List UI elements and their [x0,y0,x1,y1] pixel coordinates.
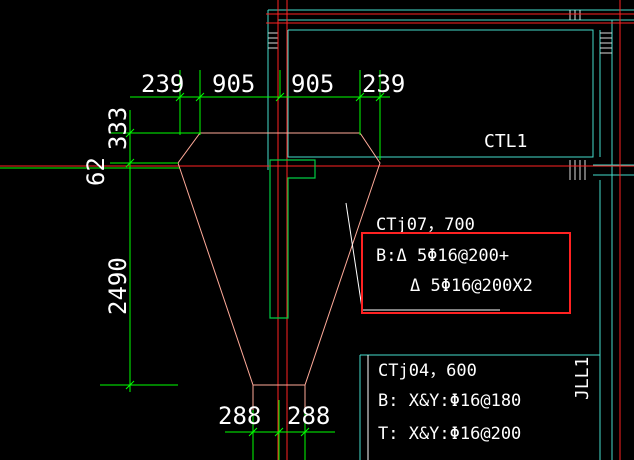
dimension-bottom [225,400,335,460]
ctj04-line2: T: X&Y:Φ16@200 [378,424,521,444]
ctj04-title: CTj04，600 [378,361,477,381]
wall-shape [269,159,316,319]
dimension-top [130,70,390,160]
ctj07-leader [345,202,363,309]
label-jll1: JLL1 [572,357,593,400]
dim-bottom-288-right: 288 [287,402,330,430]
dim-left-2490: 2490 [104,257,132,315]
hatch-marks [268,10,612,180]
dimension-left [100,110,200,392]
dim-top-239-right: 239 [362,70,405,98]
ctj07-highlight-box [361,232,571,314]
ctj07-line1: B:Δ 5Φ16@200+ [376,246,509,266]
ctj07-title: CTj07，700 [376,215,475,235]
dim-top-905-right: 905 [291,70,334,98]
ctj04-line1: B: X&Y:Φ16@180 [378,391,521,411]
dim-left-333: 333 [104,107,132,150]
dim-top-239-left: 239 [141,70,184,98]
label-ctl1: CTL1 [484,131,527,152]
dim-left-62: 62 [82,157,110,186]
ctj07-line2: Δ 5Φ16@200X2 [410,276,533,296]
dim-top-905-left: 905 [212,70,255,98]
dim-bottom-288-left: 288 [218,402,261,430]
